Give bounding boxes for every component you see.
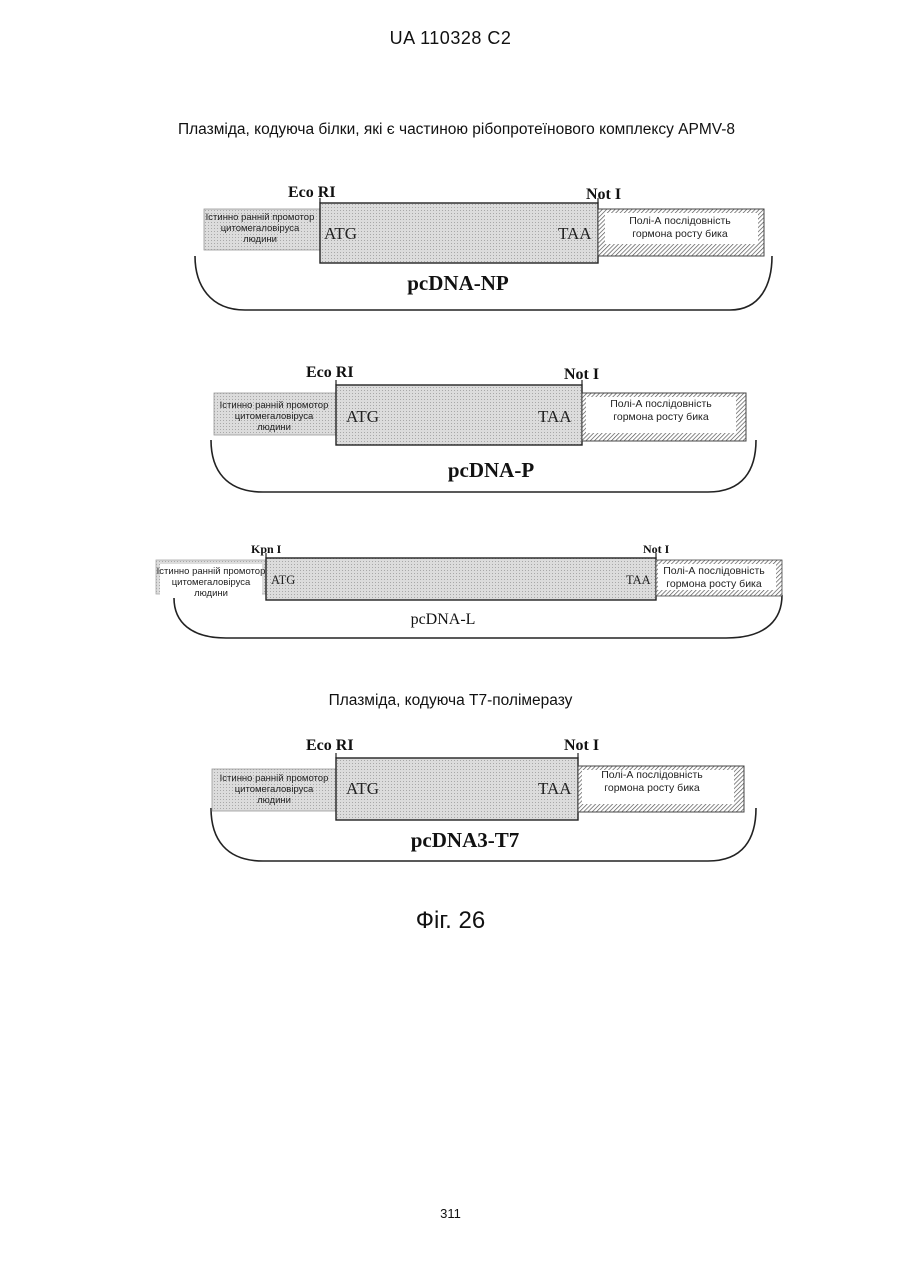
- promoter-label-line3: людини: [194, 588, 228, 599]
- plasmid-map-pcdna-l: Kpn I Not I Істинно ранній промотор цито…: [156, 540, 788, 645]
- start-codon-label: ATG: [346, 779, 379, 798]
- promoter-label-line3: людини: [257, 422, 291, 433]
- promoter-label-line1: Істинно ранній промотор: [206, 212, 315, 223]
- polya-label-line1: Полі-А послідовність: [610, 398, 712, 410]
- polya-label-line1: Полі-А послідовність: [629, 215, 731, 227]
- restriction-site-left: Kpn I: [251, 542, 282, 556]
- promoter-label-line3: людини: [257, 795, 291, 806]
- plasmid-name: pcDNA-L: [411, 611, 476, 628]
- restriction-site-right: Not I: [643, 542, 670, 556]
- restriction-site-right: Not I: [564, 366, 599, 383]
- figure-caption: Фіг. 26: [0, 907, 901, 935]
- stop-codon-label: TAA: [626, 573, 651, 587]
- promoter-label-line2: цитомегаловіруса: [172, 577, 251, 588]
- promoter-label-line1: Істинно ранній промотор: [220, 400, 329, 411]
- promoter-label-line2: цитомегаловіруса: [235, 411, 314, 422]
- restriction-site-left: Eco RI: [288, 184, 336, 201]
- start-codon-label: ATG: [271, 573, 295, 587]
- section-title-ribonucleoprotein: Плазміда, кодуюча білки, які є частиною …: [178, 121, 735, 139]
- restriction-site-right: Not I: [564, 737, 599, 754]
- page-number: 311: [0, 1206, 901, 1221]
- stop-codon-label: TAA: [558, 224, 592, 243]
- polya-label-line2: гормона росту бика: [632, 228, 728, 240]
- restriction-site-right: Not I: [586, 186, 621, 203]
- patent-header: UA 110328 C2: [0, 28, 901, 49]
- polya-label-line1: Полі-А послідовність: [663, 565, 765, 577]
- plasmid-name: pcDNA-NP: [407, 271, 509, 295]
- plasmid-name: pcDNA-P: [448, 458, 534, 482]
- start-codon-label: ATG: [346, 407, 379, 426]
- polya-label-line2: гормона росту бика: [613, 411, 709, 423]
- promoter-label-line3: людини: [243, 234, 277, 245]
- promoter-label-line1: Істинно ранній промотор: [220, 773, 329, 784]
- polya-label-line1: Полі-А послідовність: [601, 769, 703, 781]
- stop-codon-label: TAA: [538, 407, 572, 426]
- promoter-label-line1: Істинно ранній промотор: [157, 566, 266, 577]
- plasmid-name: pcDNA3-T7: [411, 828, 520, 852]
- polya-label-line2: гормона росту бика: [666, 578, 762, 590]
- plasmid-map-pcdna-p: Eco RI Not I Істинно ранній промотор цит…: [208, 360, 768, 500]
- promoter-label-line2: цитомегаловіруса: [221, 223, 300, 234]
- promoter-label-line2: цитомегаловіруса: [235, 784, 314, 795]
- start-codon-label: ATG: [324, 224, 357, 243]
- polya-label-line2: гормона росту бика: [604, 782, 700, 794]
- section-title-t7-polymerase: Плазміда, кодуюча Т7-полімеразу: [0, 692, 901, 710]
- plasmid-map-pcdna3-t7: Eco RI Not I Істинно ранній промотор цит…: [208, 733, 768, 873]
- plasmid-map-pcdna-np: Eco RI Not I Істинно ранній промотор цит…: [190, 180, 780, 315]
- restriction-site-left: Eco RI: [306, 737, 354, 754]
- restriction-site-left: Eco RI: [306, 364, 354, 381]
- stop-codon-label: TAA: [538, 779, 572, 798]
